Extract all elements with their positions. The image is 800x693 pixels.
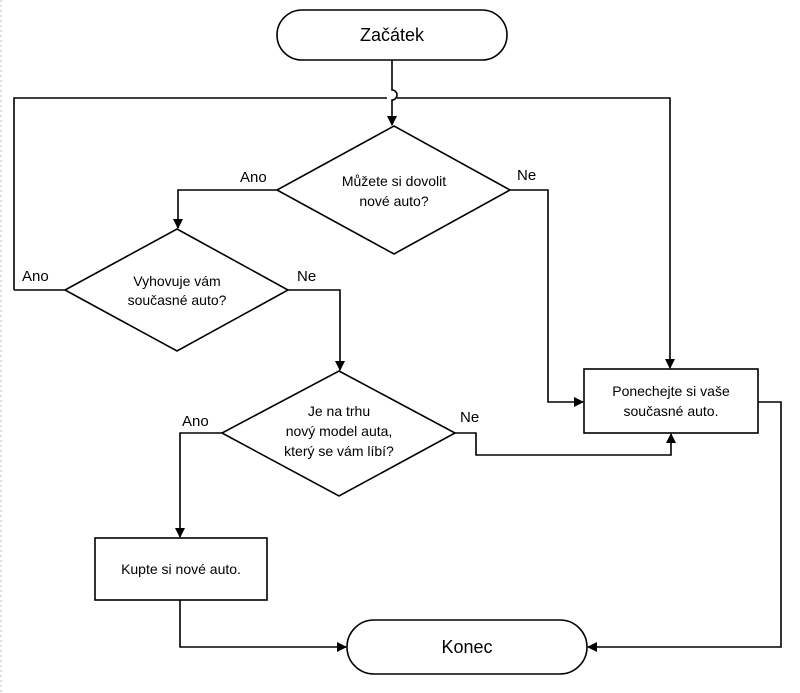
start-node-label: Začátek — [360, 25, 425, 45]
keep-car-box: Ponechejte si vaše současné auto. — [583, 368, 759, 434]
label-new-model-yes: Ano — [182, 413, 209, 430]
edge-loop-top-left — [13, 97, 387, 290]
buy-car-label: Kupte si nové auto. — [121, 561, 241, 577]
new-model-decision: Je na trhu nový model auta, který se vám… — [220, 370, 457, 497]
satisfied-decision-line-2: současné auto? — [128, 292, 227, 308]
label-afford-yes: Ano — [240, 169, 267, 186]
edge-afford-no — [510, 189, 584, 407]
label-satisfied-no: Ne — [297, 268, 316, 285]
label-satisfied-yes: Ano — [22, 268, 49, 285]
end-node-label: Konec — [441, 637, 492, 657]
satisfied-decision: Vyhovuje vám současné auto? — [63, 228, 290, 352]
label-afford-no: Ne — [517, 167, 536, 184]
keep-car-line-1: Ponechejte si vaše — [612, 383, 730, 399]
afford-decision-line-1: Můžete si dovolit — [342, 173, 446, 189]
edge-new-model-yes — [175, 432, 222, 538]
edge-top-to-keep — [397, 97, 675, 369]
edge-satisfied-no — [288, 289, 345, 371]
new-model-decision-line-3: který se vám líbí? — [284, 443, 394, 459]
afford-decision: Můžete si dovolit nové auto? — [275, 125, 512, 255]
edge-buy-to-end — [179, 600, 347, 652]
edge-afford-yes — [173, 189, 277, 229]
satisfied-decision-line-1: Vyhovuje vám — [133, 273, 220, 289]
new-model-decision-line-2: nový model auta, — [286, 423, 393, 439]
edge-start-to-afford — [387, 60, 398, 126]
edge-keep-to-end — [587, 401, 782, 652]
edge-new-model-no — [455, 432, 676, 456]
buy-car-box: Kupte si nové auto. — [94, 537, 268, 601]
afford-decision-line-2: nové auto? — [359, 193, 428, 209]
new-model-decision-line-1: Je na trhu — [308, 403, 370, 419]
label-new-model-no: Ne — [460, 409, 479, 426]
start-node: Začátek — [276, 9, 508, 61]
end-node: Konec — [346, 619, 588, 675]
keep-car-line-2: současné auto. — [624, 403, 719, 419]
